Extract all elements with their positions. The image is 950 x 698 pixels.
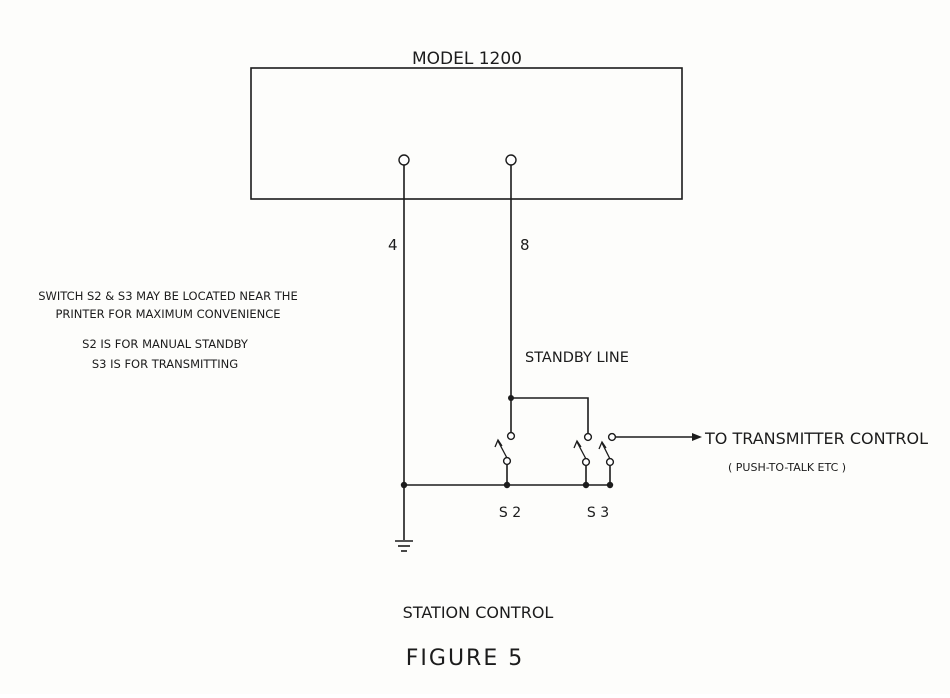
note-line-3: S2 IS FOR MANUAL STANDBY [82, 337, 249, 351]
terminal-8 [505, 154, 517, 166]
junction-dot-s2 [503, 481, 511, 489]
standby-line [511, 397, 589, 433]
transmitter-arrowhead [692, 433, 702, 441]
s2-contact-top [506, 431, 516, 441]
s3-label: S 3 [587, 505, 609, 521]
note-line-2: PRINTER FOR MAXIMUM CONVENIENCE [55, 307, 280, 321]
station-control-caption: STATION CONTROL [403, 603, 554, 622]
note-line-4: S3 IS FOR TRANSMITTING [92, 357, 238, 371]
s3b-blade [601, 442, 611, 460]
s3a-blade [576, 441, 587, 460]
s2-blade [497, 440, 508, 459]
junction-dot-s3b [606, 481, 614, 489]
s3a-blade-arrow [573, 439, 582, 449]
junction-dot-s3a [582, 481, 590, 489]
terminal-8-label: 8 [520, 236, 530, 254]
ground-icon [395, 540, 413, 552]
terminal-4 [398, 154, 410, 166]
s2-blade-arrow [494, 438, 503, 448]
model-title: MODEL 1200 [412, 49, 522, 69]
standby-line-label: STANDBY LINE [525, 350, 629, 366]
transmitter-control-label: TO TRANSMITTER CONTROL [704, 429, 928, 448]
figure-caption: FIGURE 5 [406, 646, 524, 671]
s3b-contact-top [607, 432, 617, 442]
s3b-blade-arrow [598, 440, 607, 450]
s3b-contact-bottom [605, 457, 615, 467]
s3a-contact-bottom [581, 457, 591, 467]
transmitter-control-sublabel: ( PUSH-TO-TALK ETC ) [728, 461, 846, 474]
s2-label: S 2 [499, 505, 521, 521]
note-line-1: SWITCH S2 & S3 MAY BE LOCATED NEAR THE [38, 289, 297, 303]
s3a-contact-top [583, 432, 593, 442]
terminal-4-label: 4 [388, 236, 398, 254]
s2-contact-bottom [502, 456, 512, 466]
junction-dot-ground [400, 481, 408, 489]
model-1200-box [250, 67, 683, 200]
